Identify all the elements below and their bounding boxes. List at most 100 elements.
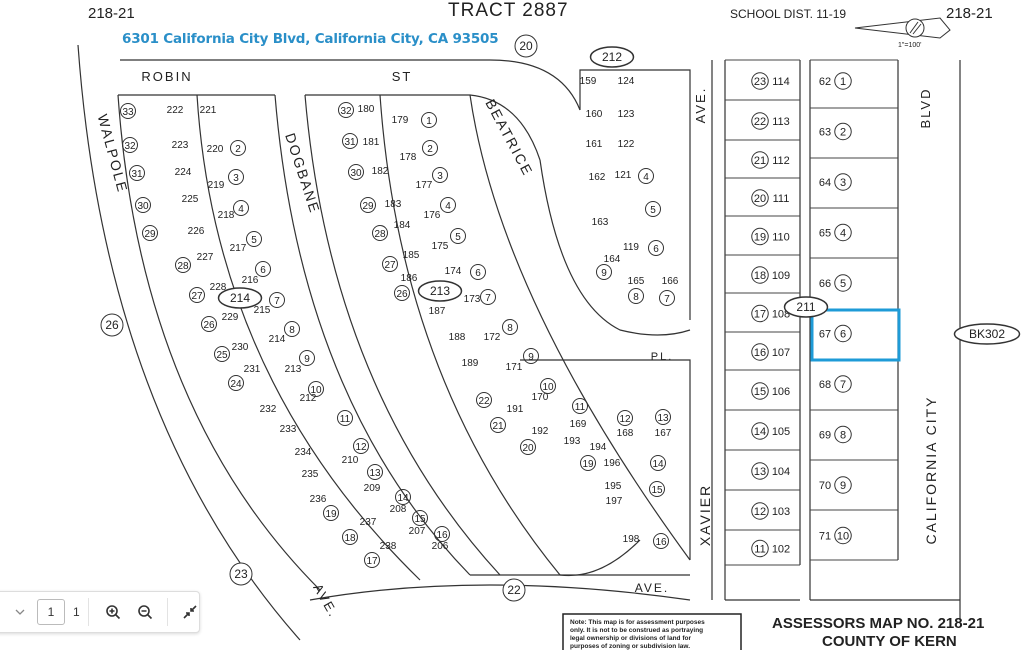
lot-number: 20 — [754, 193, 766, 205]
lot-label: 184 — [394, 220, 411, 231]
lot-number: 24 — [230, 379, 242, 390]
lot-label: 2 — [230, 140, 246, 156]
lot-circle — [834, 173, 852, 191]
lot-number: 19 — [582, 459, 594, 470]
lot-circle — [476, 392, 492, 408]
lot-number: 31 — [344, 137, 356, 148]
divider — [166, 598, 168, 626]
lot-circle — [372, 225, 388, 241]
lot-number: 229 — [222, 312, 239, 323]
blvd-lot-circle: 10 — [834, 526, 852, 545]
blvd-lot-circle: 1 — [834, 72, 852, 90]
xavier-lot-circle: 15 — [751, 382, 769, 400]
xavier-lot-parcel: 108 — [772, 309, 790, 321]
svg-text:purposes of zoning or subdivis: purposes of zoning or subdivision law. — [570, 643, 690, 650]
lot-label: 6 — [255, 261, 271, 277]
lot-number: 187 — [429, 306, 446, 317]
xavier-lot-circle: 14 — [751, 422, 769, 440]
lot-number: 3 — [233, 173, 239, 184]
lot-number: 14 — [754, 426, 766, 438]
lot-label: 219 — [208, 180, 225, 191]
lot-number: 19 — [325, 509, 337, 520]
lot-number: 6 — [260, 265, 266, 276]
lot-label: 2 — [422, 140, 438, 156]
lot-number: 228 — [210, 282, 227, 293]
lot-label: 188 — [449, 332, 466, 343]
lot-number: 106 — [772, 386, 790, 398]
lot-circle — [834, 122, 852, 141]
lot-circle — [432, 167, 448, 183]
lot-number: 68 — [819, 379, 831, 391]
lot-number: 216 — [242, 275, 259, 286]
zoom-out-button[interactable] — [137, 604, 153, 620]
lot-label: 215 — [254, 305, 271, 316]
lot-circle — [628, 288, 644, 304]
lot-number: 196 — [604, 458, 621, 469]
lot-number: 32 — [340, 106, 352, 117]
page-dropdown-button[interactable] — [15, 609, 25, 615]
xavier-lot-circle: 12 — [751, 502, 769, 520]
lot-number: 9 — [840, 480, 846, 492]
lot-circle — [228, 375, 244, 391]
lot-circle — [834, 274, 852, 292]
lot-number: 172 — [484, 332, 501, 343]
lot-number: 198 — [623, 534, 640, 545]
lot-number: 183 — [385, 199, 402, 210]
lot-label: 198 — [623, 534, 640, 545]
lot-label: 224 — [175, 167, 192, 178]
lot-label: 7 — [659, 290, 675, 306]
lot-label: 175 — [432, 241, 449, 252]
lot-number: 1 — [426, 116, 432, 127]
assessors-map-number: ASSESSORS MAP NO. 218-21 — [772, 615, 984, 632]
lot-circle — [751, 539, 769, 558]
lot-number: 23 — [754, 76, 766, 88]
parcel-lines — [77, 44, 961, 641]
svg-text:only. It is not to be construe: only. It is not to be construed as portr… — [570, 627, 703, 634]
lot-number: 206 — [432, 541, 449, 552]
lot-number: 69 — [819, 430, 831, 442]
lot-circle — [246, 231, 262, 247]
block-number: 212 — [589, 46, 635, 68]
lot-label: 31 — [129, 165, 145, 181]
lot-number: 13 — [754, 466, 766, 478]
xavier-lot-circle: 13 — [751, 462, 769, 480]
lot-number: 113 — [772, 116, 790, 128]
lot-number: 188 — [449, 332, 466, 343]
lot-label: 222 — [167, 105, 184, 116]
page-number-input[interactable]: 1 — [37, 599, 65, 625]
zoom-in-button[interactable] — [105, 604, 121, 620]
lot-label: 13 — [655, 409, 671, 425]
highlighted-parcel[interactable] — [810, 308, 901, 362]
lot-circle — [201, 316, 217, 332]
lot-number: 9 — [601, 268, 607, 279]
lot-label: 218 — [218, 210, 235, 221]
lot-number: 4 — [445, 201, 451, 212]
lot-label: 189 — [462, 358, 479, 369]
lot-number: 237 — [360, 517, 377, 528]
lot-label: 15 — [649, 481, 665, 497]
lot-label: 180 — [358, 104, 375, 115]
map-number-right: 218-21 — [946, 5, 993, 22]
lot-label: 228 — [210, 282, 227, 293]
lot-circle — [421, 112, 437, 128]
lot-number: 15 — [414, 514, 426, 525]
lot-number: 195 — [605, 481, 622, 492]
lot-circle — [230, 140, 246, 156]
lot-number: 191 — [507, 404, 524, 415]
lot-number: 18 — [344, 533, 356, 544]
lot-number: 10 — [310, 385, 322, 396]
blvd-lot-circle: 2 — [834, 122, 852, 141]
lot-number: 2 — [235, 144, 241, 155]
lot-label: 182 — [372, 166, 389, 177]
lot-label: 213 — [285, 364, 302, 375]
collapse-button[interactable] — [182, 604, 198, 620]
lot-circle — [751, 189, 769, 207]
lot-number: 32 — [124, 141, 136, 152]
lot-number: 10 — [542, 382, 554, 393]
lot-number: 15 — [651, 485, 663, 496]
lot-label: 12 — [353, 438, 369, 454]
svg-text:20: 20 — [519, 39, 533, 53]
lot-circle — [834, 223, 852, 242]
lot-label: 14 — [650, 455, 666, 471]
